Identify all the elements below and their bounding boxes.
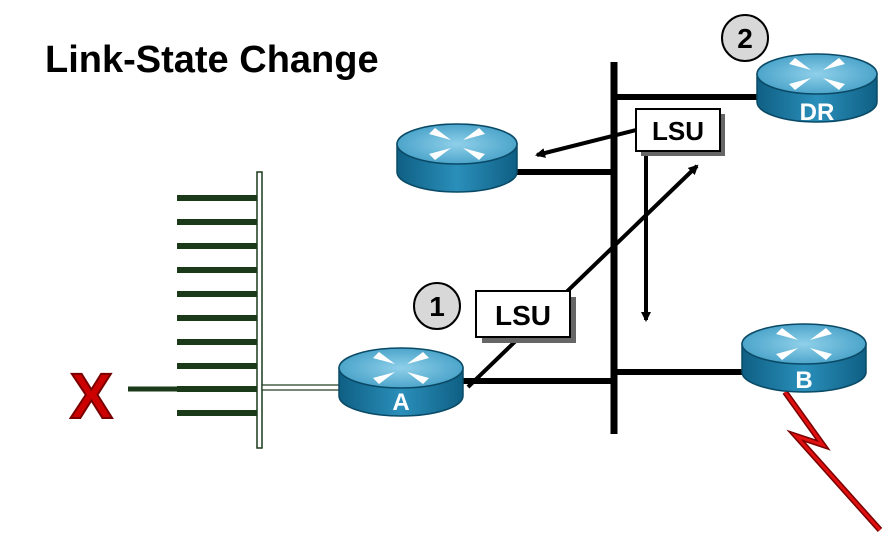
- switch-ports: [177, 195, 260, 416]
- switch-backbone: [256, 171, 263, 449]
- router-a-label: A: [392, 389, 409, 416]
- step-1-badge: 1: [413, 282, 461, 330]
- router-top[interactable]: [396, 123, 518, 193]
- switch-to-router-a-link: [261, 384, 343, 391]
- router-a[interactable]: A: [338, 347, 464, 417]
- router-b-label: B: [795, 367, 812, 394]
- link-failure-x-icon: X: [70, 360, 113, 432]
- router-dr[interactable]: DR: [756, 53, 878, 126]
- arrow-a-to-dr: [466, 164, 699, 389]
- step-2-number: 2: [737, 23, 753, 54]
- router-arrows-icon: [789, 58, 845, 90]
- lsu-box-from-dr: LSU: [635, 108, 725, 156]
- lsu-box-from-a: LSU: [475, 290, 576, 343]
- lsu-label-a: LSU: [495, 300, 551, 331]
- router-arrows-icon: [429, 128, 485, 160]
- router-b[interactable]: B: [741, 323, 867, 394]
- router-arrows-icon: [776, 328, 832, 360]
- lsu-label-dr: LSU: [652, 116, 704, 146]
- page-title: Link-State Change: [45, 39, 379, 81]
- router-arrows-icon: [373, 352, 429, 384]
- arrow-dr-to-top-router: [535, 127, 641, 158]
- step-1-number: 1: [429, 291, 445, 322]
- serial-link-highlight: [783, 391, 882, 531]
- router-dr-label: DR: [800, 99, 835, 126]
- step-2-badge: 2: [721, 14, 769, 62]
